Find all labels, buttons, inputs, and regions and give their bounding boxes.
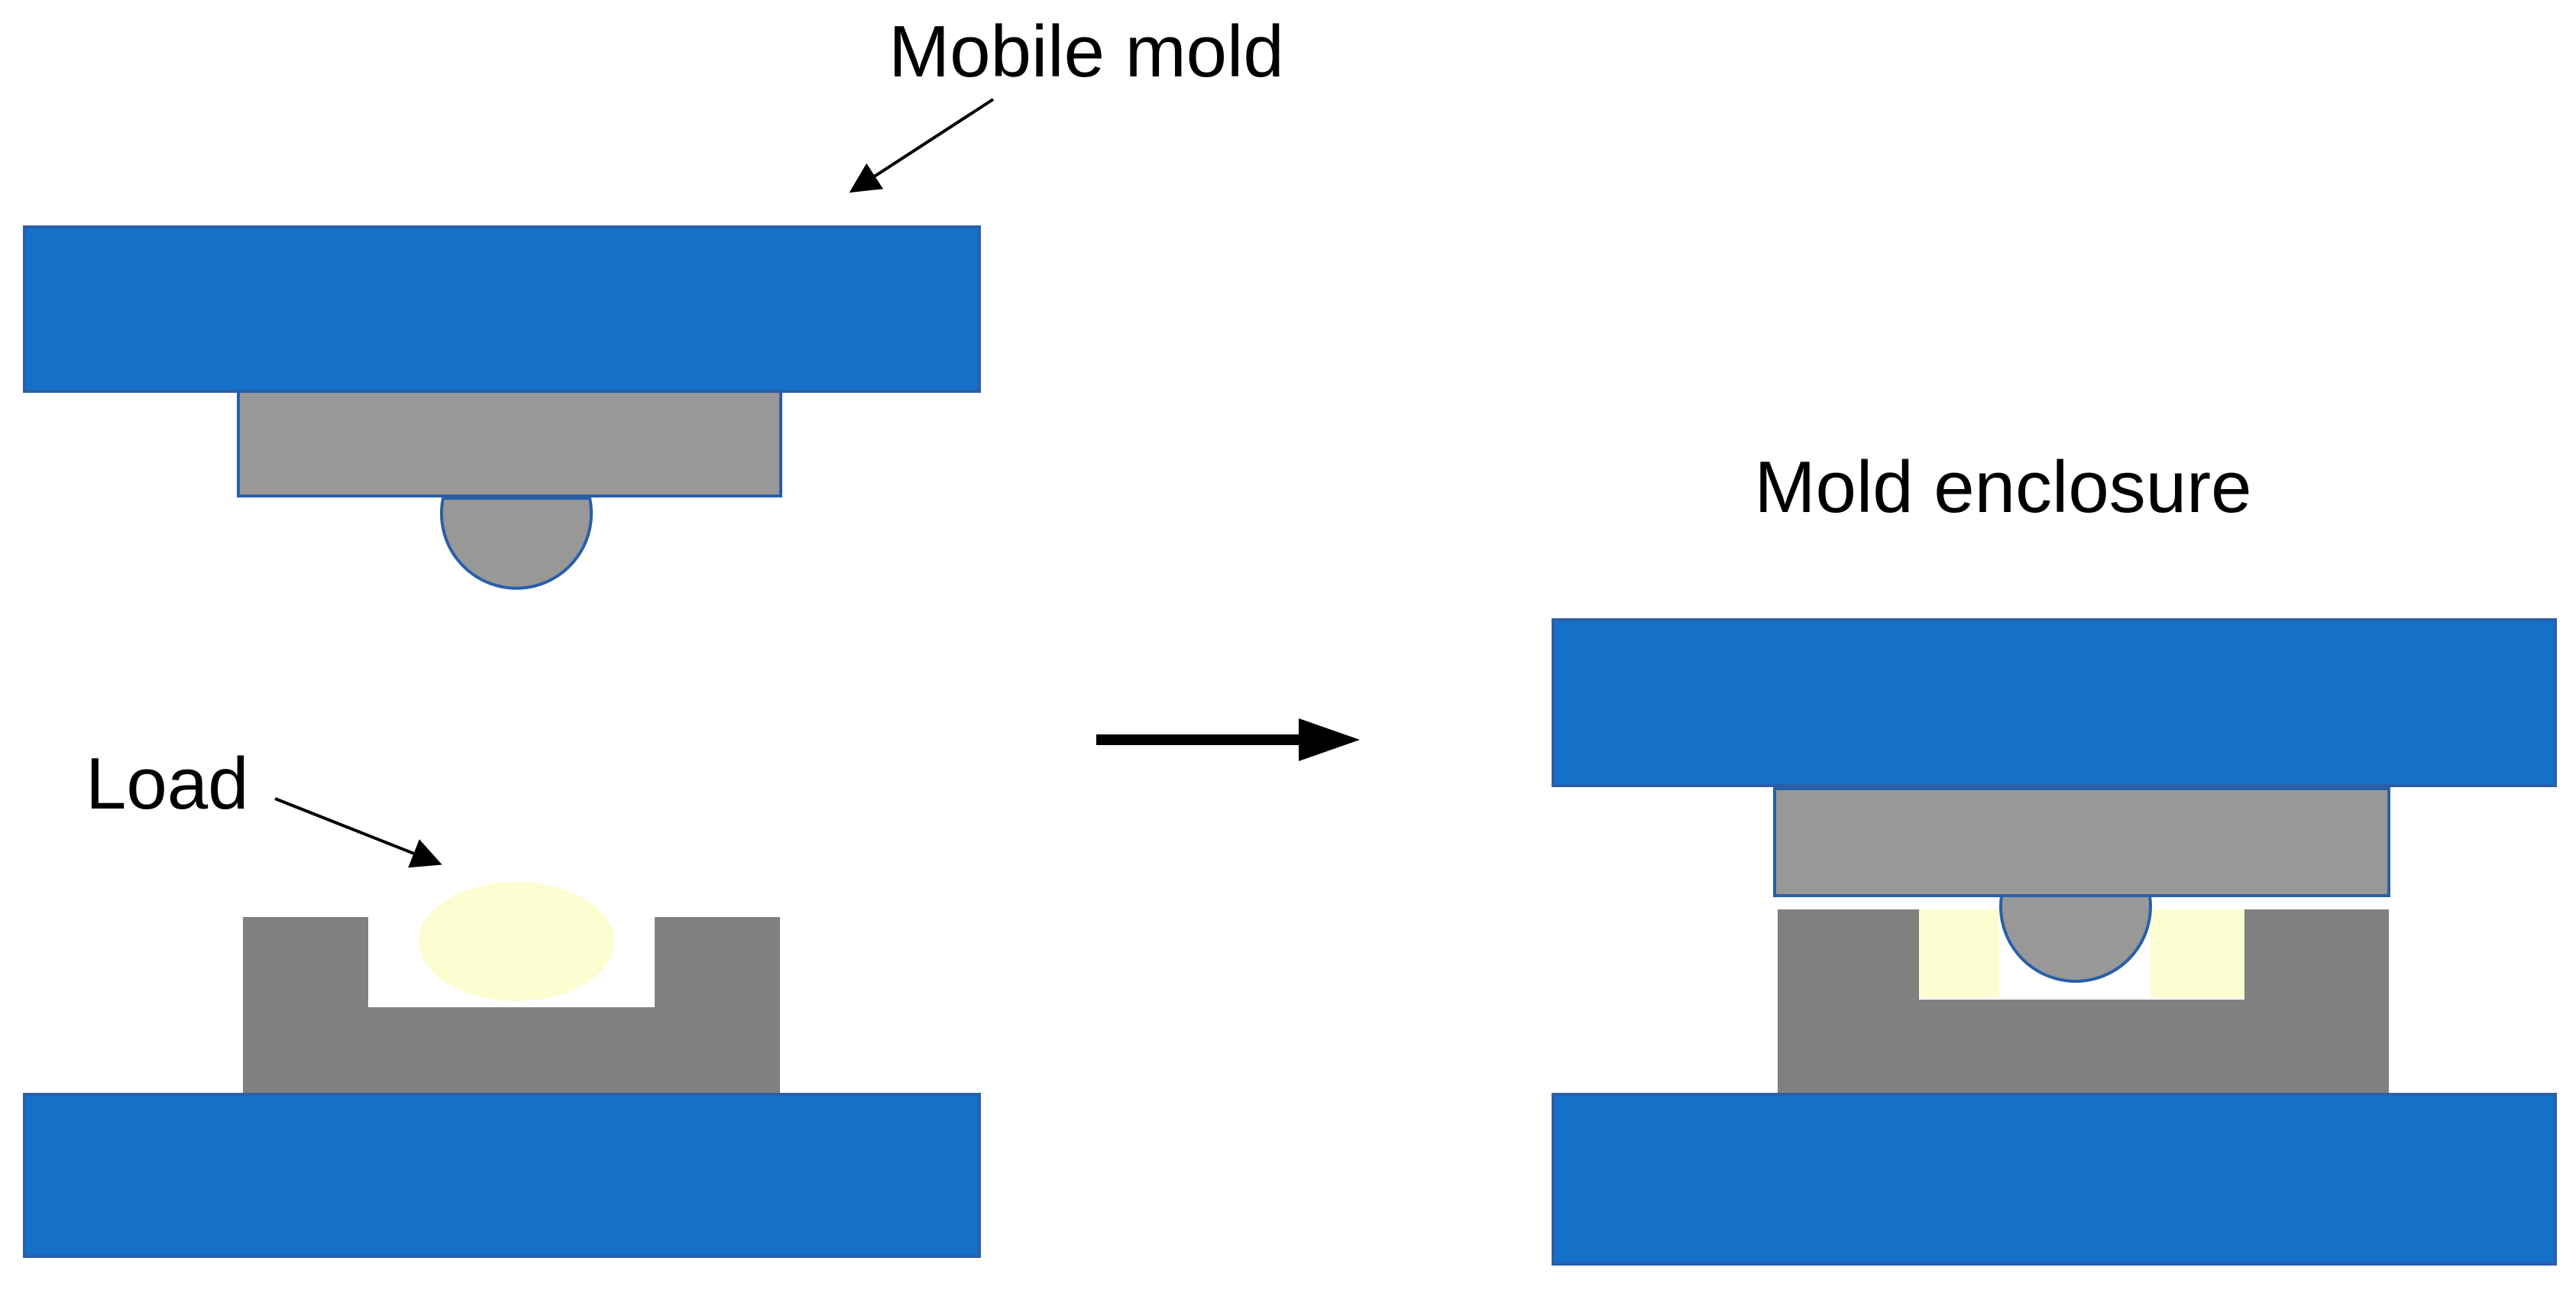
closed-mold-assembly [1552, 618, 2557, 1266]
mobile-mold-label: Mobile mold [888, 11, 1284, 92]
load-charge [419, 882, 614, 1001]
closed-upper-platen [1552, 618, 2557, 787]
load-leader-arrow [274, 797, 442, 868]
closed-lower-platen [1552, 1093, 2557, 1266]
closed-load-right [2150, 909, 2244, 997]
closed-load-left [1919, 909, 1999, 997]
mold-enclosure-label: Mold enclosure [1755, 446, 2252, 528]
process-arrow-icon [1096, 718, 1360, 761]
closed-upper-die [1773, 787, 2390, 897]
open-upper-platen [23, 225, 981, 393]
open-lower-die [243, 917, 780, 1094]
load-label: Load [86, 743, 249, 825]
open-punch [440, 497, 593, 590]
closed-punch [1999, 894, 2152, 983]
open-lower-platen [23, 1093, 981, 1258]
mobile-mold-leader-arrow [849, 98, 995, 193]
open-mold-assembly [23, 225, 981, 1258]
closed-lower-die [1778, 909, 2389, 1094]
open-upper-die [237, 390, 782, 498]
